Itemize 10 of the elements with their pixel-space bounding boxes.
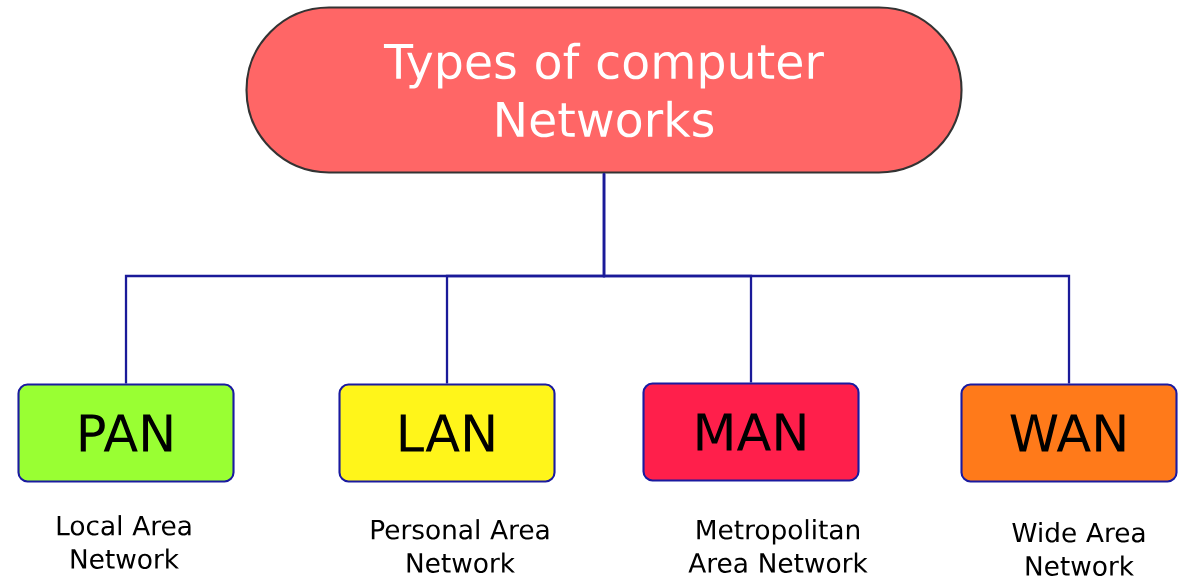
connector-line [602,173,1071,384]
caption-text: Metropolitan Area Network [688,519,868,573]
title-pill: Types of computer Networks [245,6,963,174]
caption-text: Local Area Network [57,515,191,569]
network-type-box: WAN [960,383,1178,483]
network-type-box: PAN [17,383,235,483]
network-type-box: LAN [338,383,556,483]
caption-text: Wide Area Network [1012,522,1145,576]
network-type-box: MAN [642,382,860,482]
caption-text: Personal Area Network [371,519,549,573]
